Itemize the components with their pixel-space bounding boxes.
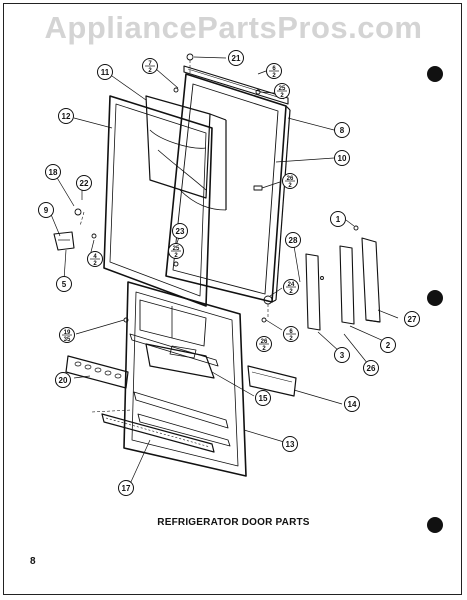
callout-number: 26 [287, 176, 294, 182]
callout-c23: 23 [172, 223, 188, 239]
callout-c6a: 62 [266, 63, 282, 79]
callout-c18: 18 [45, 164, 61, 180]
callout-c20: 20 [55, 372, 71, 388]
callout-c5: 5 [56, 276, 72, 292]
callout-quantity: 2 [148, 68, 152, 74]
shelf-bar [247, 365, 297, 397]
top-trim-strip [183, 65, 289, 105]
callout-c26c: 26 [363, 360, 379, 376]
callout-number: 2 [386, 341, 391, 350]
callout-number: 10 [338, 154, 347, 163]
callout-number: 27 [408, 315, 417, 324]
callout-quantity: 2 [93, 261, 97, 267]
outer-door-panel [165, 73, 291, 303]
callout-c6b: 62 [283, 326, 299, 342]
callout-c4: 42 [87, 251, 103, 267]
callout-c26b: 262 [256, 336, 272, 352]
callout-number: 23 [176, 227, 185, 236]
callout-number: 21 [232, 54, 241, 63]
callout-number: 20 [59, 376, 68, 385]
callout-number: 22 [80, 179, 89, 188]
bottom-trim [101, 413, 215, 453]
dairy-compartment [145, 343, 215, 379]
callout-number: 18 [49, 168, 58, 177]
callout-quantity: 2 [288, 183, 292, 189]
callout-c25a: 252 [274, 83, 290, 99]
hinge-brackets [305, 237, 381, 331]
inner-door-liner [145, 95, 227, 211]
callout-number: 6 [289, 329, 293, 335]
callout-number: 13 [286, 440, 295, 449]
callout-quantity: 2 [272, 73, 276, 79]
callout-quantity: 2 [289, 336, 293, 342]
callout-number: 17 [122, 484, 131, 493]
egg-tray [65, 355, 129, 389]
callout-number: 25 [173, 246, 180, 252]
callout-number: 24 [288, 282, 295, 288]
callout-c21: 21 [228, 50, 244, 66]
callout-c28: 28 [285, 232, 301, 248]
callout-c7: 72 [142, 58, 158, 74]
handle-clip [53, 231, 75, 251]
callout-c3: 3 [334, 347, 350, 363]
binder-hole-bottom [427, 517, 443, 533]
callout-number: 19 [64, 330, 71, 336]
callout-c1: 1 [330, 211, 346, 227]
diagram-caption: REFRIGERATOR DOOR PARTS [157, 517, 310, 528]
callout-c8: 8 [334, 122, 350, 138]
callout-c12: 12 [58, 108, 74, 124]
callout-number: 25 [279, 86, 286, 92]
callout-number: 11 [101, 68, 110, 77]
callout-c11: 11 [97, 64, 113, 80]
callout-number: 6 [272, 66, 276, 72]
callout-number: 3 [340, 351, 345, 360]
callout-number: 4 [93, 254, 97, 260]
callout-quantity: 2 [280, 93, 284, 99]
page-number: 8 [30, 556, 36, 567]
callout-quantity: 35 [64, 337, 71, 343]
callout-c25b: 252 [168, 243, 184, 259]
callout-c22: 22 [76, 175, 92, 191]
callout-number: 1 [336, 215, 341, 224]
callout-c2: 2 [380, 337, 396, 353]
door-gasket [103, 95, 213, 307]
callout-c14: 14 [344, 396, 360, 412]
callout-number: 5 [62, 280, 67, 289]
callout-number: 14 [348, 400, 357, 409]
callout-number: 9 [44, 206, 49, 215]
callout-c17: 17 [118, 480, 134, 496]
callout-quantity: 2 [262, 346, 266, 352]
callout-number: 26 [261, 339, 268, 345]
callout-number: 26 [367, 364, 376, 373]
leader-lines [49, 56, 399, 485]
callout-number: 7 [148, 61, 152, 67]
callout-c15: 15 [255, 390, 271, 406]
page-border [3, 3, 462, 595]
callout-number: 28 [289, 236, 298, 245]
callout-c9: 9 [38, 202, 54, 218]
callout-number: 8 [340, 126, 345, 135]
callout-c10: 10 [334, 150, 350, 166]
watermark: AppliancePartsPros.com [44, 10, 423, 45]
callout-number: 12 [62, 112, 71, 121]
alignment-lines [79, 60, 269, 413]
callout-c27: 27 [404, 311, 420, 327]
callout-number: 15 [259, 394, 268, 403]
callout-c24: 242 [283, 279, 299, 295]
callout-c26a: 262 [282, 173, 298, 189]
callout-quantity: 2 [174, 253, 178, 259]
binder-hole-top [427, 66, 443, 82]
lower-door-liner [123, 281, 247, 477]
callout-quantity: 2 [289, 289, 293, 295]
callout-c13: 13 [282, 436, 298, 452]
binder-hole-middle [427, 290, 443, 306]
